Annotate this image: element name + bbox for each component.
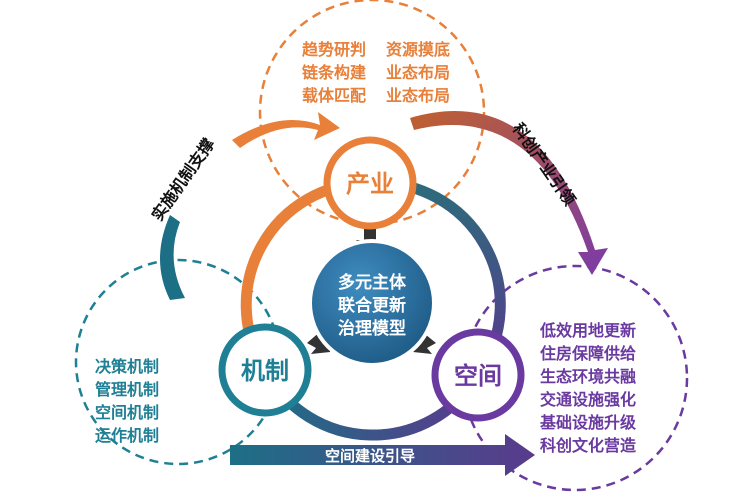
mechanism-item: 决策机制 [95,357,159,376]
space-item: 住房保障供给 [540,344,636,363]
industry-item: 资源摸底 [386,40,450,59]
industry-item: 业态布局 [386,86,450,105]
left-arrow-label: 实施机制支撑 [148,135,219,225]
space-label: 空间 [454,362,502,390]
space-item: 生态环境共融 [540,367,636,386]
industry-node [323,136,417,230]
right-arrow-label: 科创产业引领 [509,119,580,209]
industry-item: 趋势研判 [302,40,366,59]
right-arrow [410,111,608,275]
space-node [431,328,525,422]
mechanism-item: 运作机制 [95,426,159,445]
mechanism-item: 管理机制 [95,380,159,399]
bottom-arrow [230,434,535,476]
industry-item: 业态布局 [386,63,450,82]
industry-label: 产业 [346,170,394,198]
mechanism-node [218,323,312,417]
industry-item: 载体匹配 [302,86,366,105]
space-item: 科创文化营造 [540,436,637,455]
space-item: 低效用地更新 [539,321,636,340]
center-circle [308,239,436,367]
arrow-right-icon [307,330,332,354]
space-item: 基础设施升级 [539,413,637,432]
left-top-arrow [232,112,340,148]
center-line: 多元主体 [338,272,407,293]
mechanism-label: 机制 [241,357,289,385]
industry-item: 链条构建 [302,63,366,82]
center-line: 联合更新 [338,295,406,316]
industry-dashed-circle [258,0,486,226]
bottom-arrow-label: 空间建设引导 [325,447,415,465]
mechanism-item: 空间机制 [95,403,159,422]
center-line: 治理模型 [338,318,406,339]
space-item: 交通设施强化 [540,390,636,409]
left-arrow [160,215,185,300]
